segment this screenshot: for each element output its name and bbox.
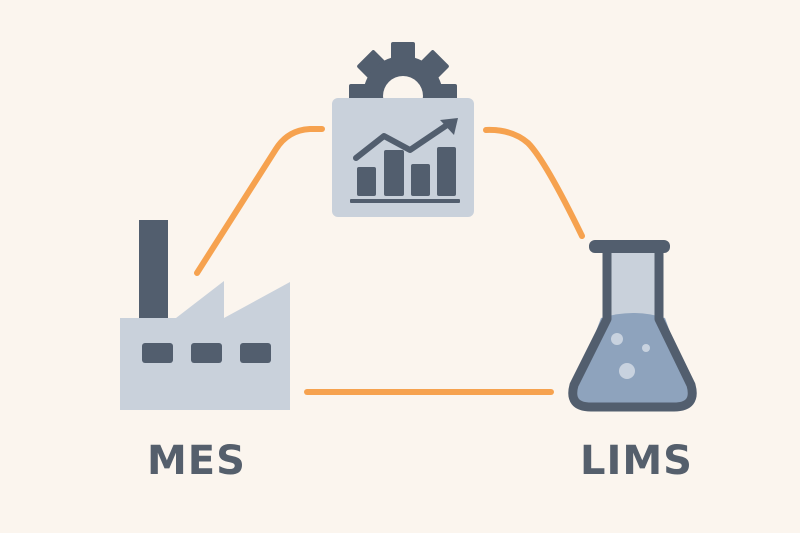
flask-outline [568, 245, 697, 412]
flask-bubble [611, 333, 623, 345]
connector-mes-analytics [194, 126, 325, 276]
flask-icon [568, 240, 697, 412]
mes-label: MES [147, 438, 246, 484]
flask-bubble [619, 363, 635, 379]
flask-rim [589, 240, 670, 253]
connectors [194, 126, 585, 395]
lims-label: LIMS [580, 438, 693, 484]
flask-bubble [642, 344, 650, 352]
factory-icon [120, 220, 290, 410]
flask-liquid [575, 313, 690, 404]
connector-analytics-lims [483, 126, 585, 239]
smokestack [139, 220, 168, 324]
bar-chart-icon [350, 118, 460, 203]
gear-chart-icon [332, 42, 474, 217]
factory-windows [142, 343, 271, 363]
